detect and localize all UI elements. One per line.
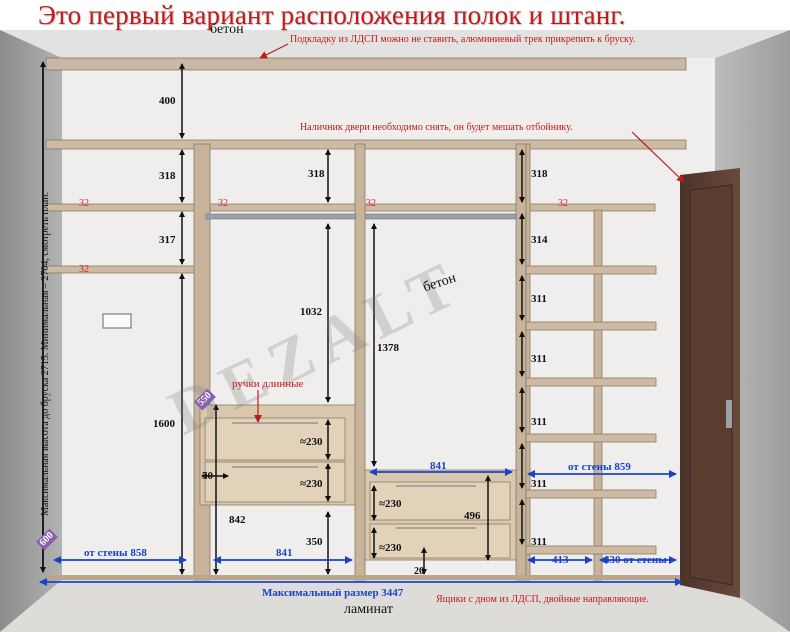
left-width-label: от стены 858 xyxy=(84,547,147,559)
shelf-thickness-5: 32 xyxy=(558,198,568,209)
top-note: Подкладку из ЛДСП можно не ставить, алюм… xyxy=(290,34,636,45)
door xyxy=(680,168,740,598)
dim-311-b: 311 xyxy=(531,353,547,365)
hanging-rods xyxy=(205,213,517,220)
dim-311-d: 311 xyxy=(531,478,547,490)
dim-318-midleft: 318 xyxy=(308,168,325,180)
dim-400: 400 xyxy=(159,95,176,107)
drawers-note: Ящики с дном из ЛДСП, двойные направляющ… xyxy=(436,594,649,605)
shelf-thickness-4: 32 xyxy=(366,198,376,209)
dim-311-c: 311 xyxy=(531,416,547,428)
right-wall-label: от стены 859 xyxy=(568,461,631,473)
dim-317: 317 xyxy=(159,234,176,246)
dim-20: 20 xyxy=(414,566,424,577)
right-shelves xyxy=(525,265,657,555)
dim-230-a: ≈230 xyxy=(300,436,323,448)
dim-50: 50 xyxy=(202,470,213,482)
height-note: Максимальная высота до бруска 2715. Мини… xyxy=(40,191,51,516)
ceiling xyxy=(0,30,790,58)
dim-318-left: 318 xyxy=(159,170,176,182)
dim-311-e: 311 xyxy=(531,536,547,548)
door-note: Наличник двери необходимо снять, он буде… xyxy=(300,122,573,133)
dim-842: 842 xyxy=(229,514,246,526)
dim-314: 314 xyxy=(531,234,548,246)
note-arrows xyxy=(254,43,685,423)
max-width-label: Максимальный размер 3447 xyxy=(262,587,404,599)
shelf-thickness-1: 32 xyxy=(79,198,89,209)
shelves xyxy=(45,139,687,274)
dimension-arrows xyxy=(179,63,525,575)
floor xyxy=(0,580,790,632)
ceiling-label: бетон xyxy=(210,22,244,37)
mid-width-label: 841 xyxy=(430,460,447,472)
left-wall xyxy=(0,30,62,632)
shelf-thickness-2: 32 xyxy=(79,264,89,275)
handles-note: ручки длинные xyxy=(232,378,304,390)
dim-230-d: ≈230 xyxy=(379,542,402,554)
right-a-label: 413 xyxy=(552,554,569,566)
dim-311-a: 311 xyxy=(531,293,547,305)
dim-496: 496 xyxy=(464,510,481,522)
dim-1032: 1032 xyxy=(300,306,322,318)
dim-350: 350 xyxy=(306,536,323,548)
dim-230-c: ≈230 xyxy=(379,498,402,510)
floor-label: ламинат xyxy=(344,602,394,617)
blue-dimension-arrows xyxy=(39,468,683,586)
right-b-label: 430 от стены xyxy=(604,554,667,566)
dim-1378: 1378 xyxy=(377,342,399,354)
page-title: Это первый вариант расположения полок и … xyxy=(38,0,626,30)
wall-socket xyxy=(102,313,132,329)
dim-1600: 1600 xyxy=(153,418,175,430)
top-rail xyxy=(45,57,687,71)
dim-230-b: ≈230 xyxy=(300,478,323,490)
dim-318-right: 318 xyxy=(531,168,548,180)
midleft-width-label: 841 xyxy=(276,547,293,559)
shelf-thickness-3: 32 xyxy=(218,198,228,209)
plinth xyxy=(46,575,686,580)
